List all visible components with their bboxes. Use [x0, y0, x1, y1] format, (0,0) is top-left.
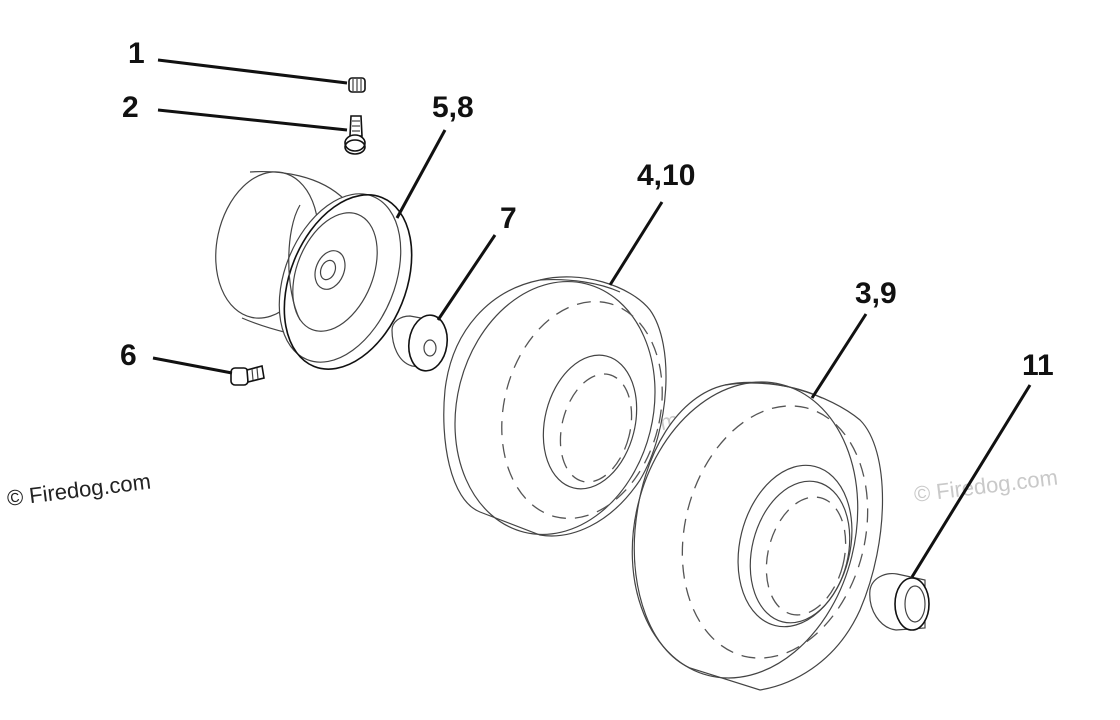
part-grease-fitting [230, 365, 265, 386]
leader-1 [157, 58, 348, 85]
callout-6: 6 [120, 339, 137, 372]
leader-410 [608, 201, 664, 286]
part-valve-cap [348, 77, 366, 93]
callout-5-8: 5,8 [432, 91, 474, 124]
leader-39 [810, 313, 868, 399]
callout-1: 1 [128, 37, 145, 70]
part-rear-tire [631, 381, 883, 691]
leader-11 [910, 384, 1032, 578]
callout-2: 2 [122, 91, 139, 124]
part-hub-cap [869, 573, 930, 631]
leader-58 [395, 129, 447, 219]
part-rim [215, 171, 413, 370]
leader-6 [152, 356, 233, 375]
callout-7: 7 [500, 202, 517, 235]
leader-2 [157, 108, 348, 132]
watermark-firedog: © Firedog.com [6, 469, 153, 511]
part-valve-stem [344, 115, 366, 155]
callout-4-10: 4,10 [637, 159, 695, 192]
part-front-tire [443, 276, 667, 537]
watermark-faint-right: © Firedog.com [913, 465, 1060, 507]
leader-7 [436, 234, 497, 321]
callout-11: 11 [1022, 349, 1054, 382]
callout-3-9: 3,9 [855, 277, 897, 310]
part-bushing [391, 314, 449, 372]
